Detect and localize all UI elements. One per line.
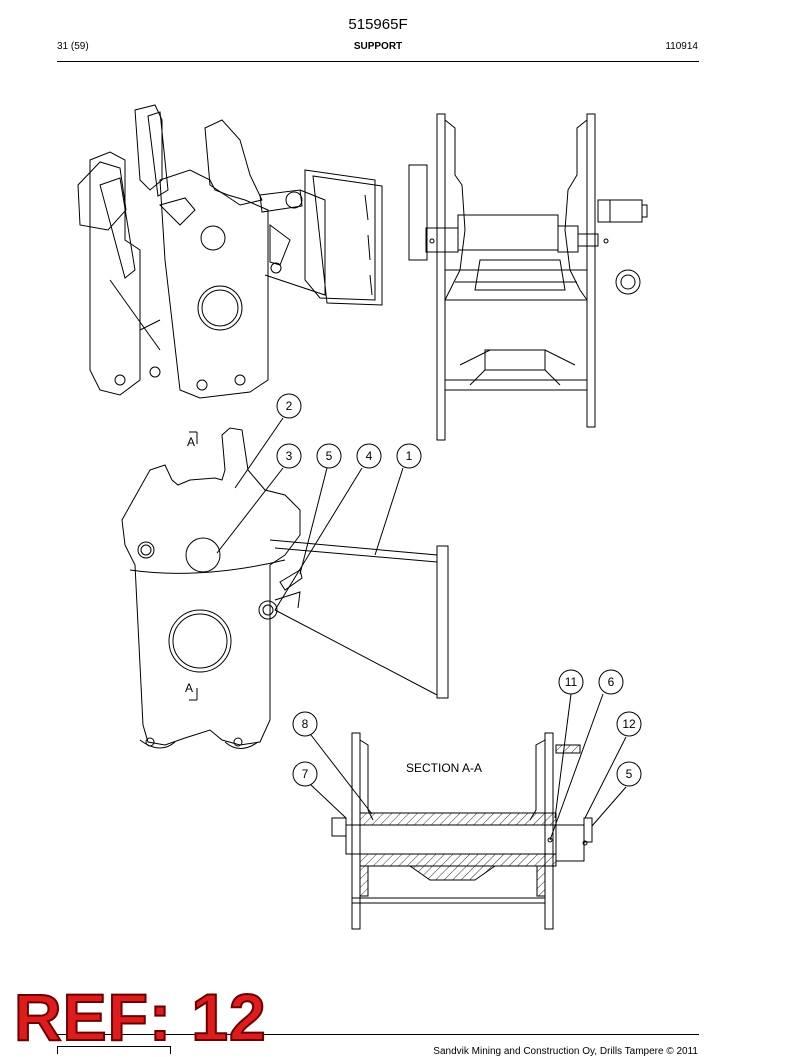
callout-11: 11 [565,675,578,689]
page-count: 31 (59) [57,41,89,52]
header-divider [57,61,699,62]
callout-7: 7 [302,767,309,781]
callout-12: 12 [622,717,636,731]
footer-divider [57,1034,699,1035]
callout-1: 1 [406,449,413,463]
callout-balloons [276,393,642,787]
section-marker-bottom: A [185,681,193,695]
side-view [121,427,449,749]
page-title: SUPPORT [353,41,403,52]
callout-8: 8 [302,717,309,731]
callout-6: 6 [608,675,615,689]
callout-3: 3 [286,449,293,463]
section-title: SECTION A-A [406,761,482,775]
isometric-view [77,104,383,399]
callout-4: 4 [366,449,373,463]
leader-lines [216,417,627,841]
copyright-text: Sandvik Mining and Construction Oy, Dril… [433,1046,698,1057]
section-marker-top: A [187,435,195,449]
revision-code: 110914 [665,41,698,52]
callout-2: 2 [286,399,293,413]
callout-5: 5 [326,449,333,463]
ref-stamp: REF: 12 [13,980,267,1054]
callout-5-section: 5 [626,767,633,781]
front-view [408,113,648,441]
document-number: 515965F [348,16,408,33]
company-logo [57,1046,171,1054]
